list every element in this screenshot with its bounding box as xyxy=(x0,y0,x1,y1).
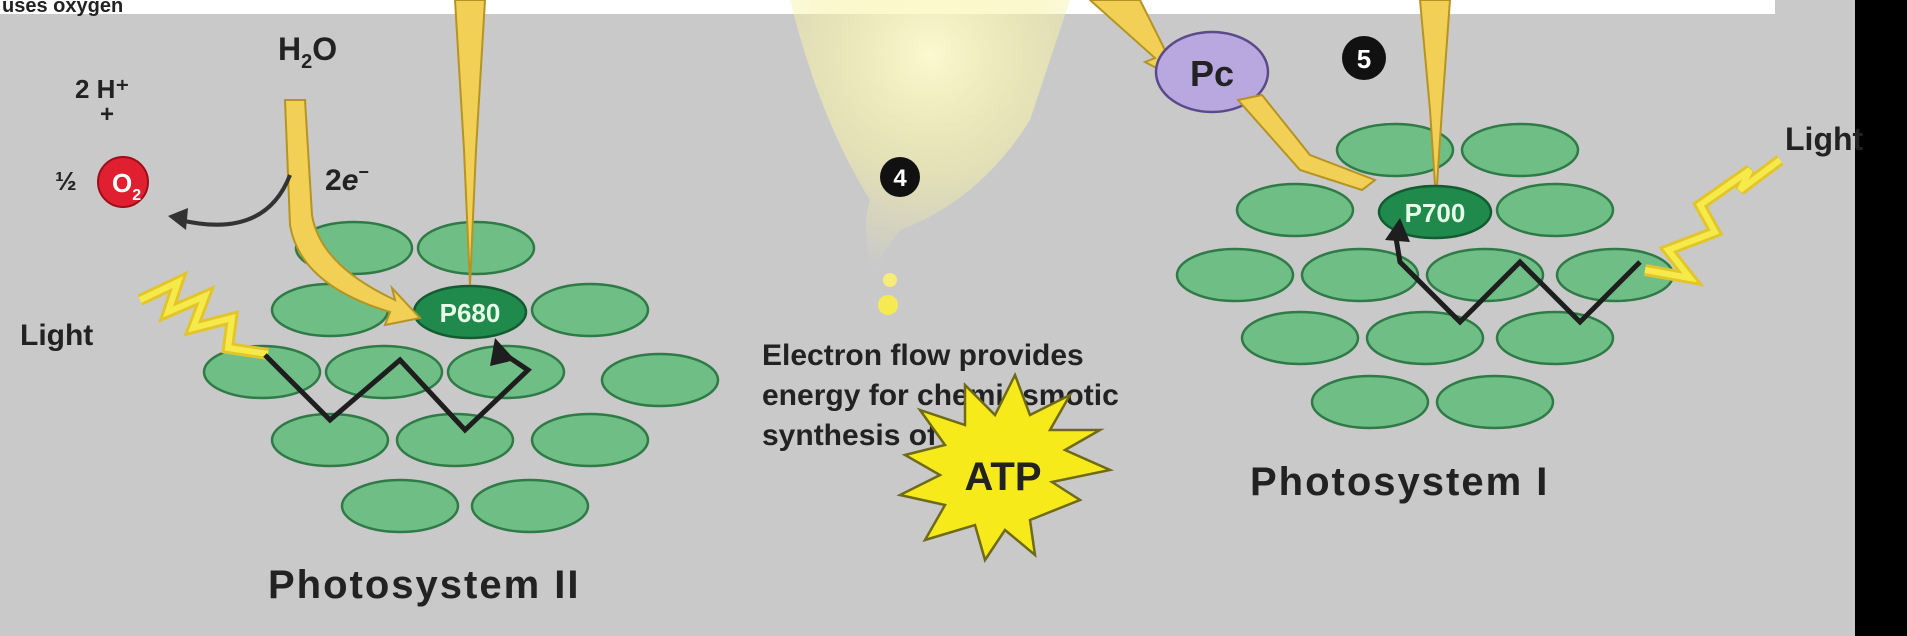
thylakoid-disc xyxy=(1495,182,1615,238)
pc-label: Pc xyxy=(1190,53,1234,94)
thylakoid-disc xyxy=(470,478,590,534)
thylakoid-disc xyxy=(202,344,322,400)
thylakoid-disc xyxy=(1235,182,1355,238)
arrow-pc-to-p700 xyxy=(1236,93,1378,192)
thylakoid-disc xyxy=(1175,247,1295,303)
thylakoid-disc xyxy=(600,352,720,408)
p700-label: P700 xyxy=(1405,198,1466,228)
thylakoid-disc xyxy=(1460,122,1580,178)
electron-flow-glow xyxy=(790,0,1070,275)
thylakoid-disc xyxy=(1425,247,1545,303)
glow-drop xyxy=(883,273,897,287)
plastocyanin xyxy=(1154,30,1270,114)
thylakoid-disc xyxy=(530,282,650,338)
half-label: ½ xyxy=(55,166,77,196)
step4-text-line-2: energy for chemiosmotic xyxy=(762,379,1119,412)
psi-electron-arrow-up xyxy=(1418,0,1452,201)
atp-starburst xyxy=(896,371,1115,563)
psi-light-bolt-inner xyxy=(1644,157,1782,283)
step-5-number: 5 xyxy=(1357,44,1371,74)
thylakoid-disc xyxy=(446,344,566,400)
thylakoid-disc xyxy=(416,220,536,276)
thylakoid-disc xyxy=(1495,310,1615,366)
step-4-number: 4 xyxy=(893,165,907,192)
psii-light-bolt-inner xyxy=(138,276,269,357)
psi-title: Photosystem I xyxy=(1250,460,1549,504)
psi-energy-arrowhead xyxy=(1385,218,1410,242)
psii-title: Photosystem II xyxy=(268,563,581,607)
thylakoid-disc xyxy=(270,412,390,468)
thylakoid-disc xyxy=(1435,374,1555,430)
oxygen-label: O2 xyxy=(112,168,141,204)
psii-light-label: Light xyxy=(20,319,93,352)
thylakoid-disc xyxy=(395,412,515,468)
step4-text-line-1: Electron flow provides xyxy=(762,339,1084,372)
plus-label: + xyxy=(100,101,114,128)
oxygen-molecule xyxy=(97,156,149,208)
p700-reaction-center xyxy=(1377,184,1493,240)
psii-electron-arrow-up xyxy=(453,0,487,286)
electron-label: 2e− xyxy=(325,162,369,197)
water-h: H2O xyxy=(278,31,337,73)
thylakoid-disc xyxy=(530,412,650,468)
thylakoid-disc xyxy=(1310,374,1430,430)
thylakoid-disc xyxy=(340,478,460,534)
protons-label: 2 H⁺ xyxy=(75,74,129,104)
thylakoid-disc xyxy=(1240,310,1360,366)
atp-label: ATP xyxy=(964,455,1041,499)
psii-energy-transfer-path xyxy=(263,347,532,434)
psi-light-label: Light xyxy=(1785,121,1864,157)
glow-tip xyxy=(878,295,898,315)
step-5-badge xyxy=(1342,36,1386,80)
thylakoid-disc xyxy=(1365,310,1485,366)
top-partial-text: uses oxygen xyxy=(2,0,123,17)
oxygen-arrowhead xyxy=(168,208,188,230)
photosystem-i-discs xyxy=(1175,122,1675,430)
water-electron-arrow xyxy=(283,99,422,327)
thylakoid-disc xyxy=(1335,122,1455,178)
psii-energy-arrowhead xyxy=(490,338,515,366)
psi-energy-transfer-path xyxy=(1392,231,1642,326)
step-4-badge xyxy=(880,157,920,197)
thylakoid-disc xyxy=(1300,247,1420,303)
step4-text-line-3: synthesis of xyxy=(762,419,938,452)
oxygen-release-arrow xyxy=(179,174,292,227)
p680-label: P680 xyxy=(440,298,501,328)
right-black-margin xyxy=(1855,0,1907,636)
